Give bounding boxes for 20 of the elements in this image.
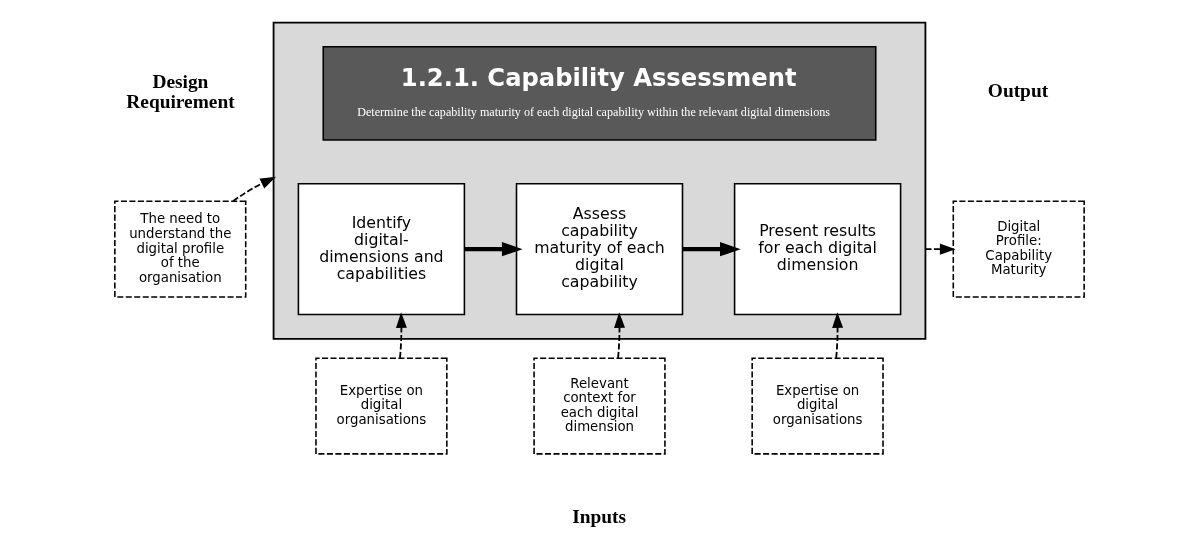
node-box: The need to understand the digital profile of the organisation (114, 200, 247, 298)
node-box: Digital Profile: Capability Maturity (952, 200, 1085, 298)
node-box: Identify digital-dimensions and capabilities (297, 182, 466, 316)
arrow (682, 241, 741, 257)
node-box: 1.2.1. Capability Assessment Determine the capability maturity of each digital capability within the relevant digital dimensions (322, 46, 877, 141)
arrow (614, 312, 626, 359)
arrow (232, 176, 277, 202)
arrow (464, 241, 523, 257)
node-box: Present results for each digital dimension (733, 182, 902, 316)
node-box: Expertise on digital organisations (315, 357, 448, 455)
cluster (272, 21, 927, 340)
arrow (395, 312, 407, 359)
arrow (832, 312, 844, 359)
node-box: Expertise on digital organisations (751, 357, 884, 455)
node-box: Assess capability maturity of each digital capability (515, 182, 684, 316)
label: Inputs (572, 505, 627, 527)
label: Design Requirement (126, 71, 235, 112)
label: Output (987, 79, 1049, 101)
arrow (924, 243, 956, 255)
node-box: Relevant context for each digital dimension (533, 357, 666, 455)
